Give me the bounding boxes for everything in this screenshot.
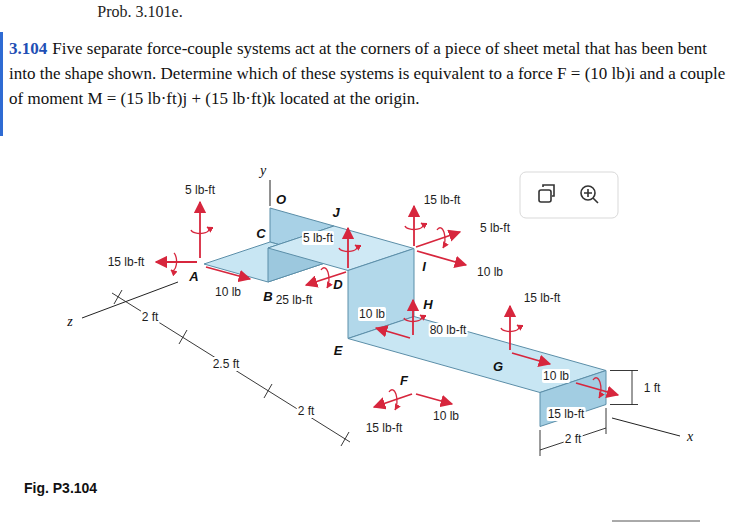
- force-value: 10 lb: [358, 307, 386, 321]
- couple-curl: [191, 227, 209, 233]
- point-label: G: [493, 359, 503, 374]
- zoom-icon: [584, 189, 598, 203]
- moment-vector: [413, 206, 415, 246]
- dimension-tick: [114, 290, 122, 304]
- dimension-label: 2.5 ft: [212, 357, 241, 371]
- dimensions: [112, 290, 638, 456]
- dimension-tick: [179, 330, 187, 344]
- viewer-buttons: [520, 172, 618, 218]
- moment-value: 15 lb-ft: [107, 255, 146, 269]
- point-label: D: [333, 277, 342, 292]
- dimension-tick: [341, 432, 349, 446]
- loads: [156, 202, 618, 410]
- x-axis: [612, 418, 680, 436]
- force-value: 10 lb: [432, 409, 460, 423]
- moment-vector: [416, 232, 460, 247]
- problem-number: 3.104: [9, 39, 47, 58]
- moment-vector: [199, 202, 201, 258]
- dimension-label: 2 ft: [564, 432, 583, 446]
- couple-curl: [405, 223, 423, 229]
- moment-value: 25 lb-ft: [275, 293, 314, 307]
- point-label: J: [332, 205, 339, 220]
- copy-icon: [543, 185, 554, 196]
- moment-value: 15 lb-ft: [523, 291, 562, 305]
- couple-curl: [321, 268, 329, 288]
- dimension-line: [112, 293, 350, 442]
- extension-line: [610, 404, 638, 405]
- problem-statement: 3.104Five separate force-couple systems …: [9, 36, 727, 111]
- margin-bar: [0, 32, 3, 136]
- couple-curl: [437, 228, 445, 248]
- point-label: E: [334, 343, 343, 358]
- lower-plate: [348, 317, 606, 393]
- dimension-label: 2 ft: [297, 404, 316, 418]
- moment-value: 80 lb-ft: [429, 323, 468, 337]
- force-vector: [416, 394, 452, 404]
- axes: [82, 180, 680, 436]
- point-label: B: [263, 289, 272, 304]
- extension-line: [610, 370, 638, 371]
- moment-vector: [347, 228, 349, 268]
- moment-vector: [509, 306, 511, 350]
- couple-curl: [593, 378, 601, 398]
- force-vector: [512, 353, 550, 364]
- moment-vector: [374, 394, 412, 407]
- figure-caption: Fig. P3.104: [24, 480, 97, 496]
- moment-value: 15 lb-ft: [365, 421, 404, 435]
- moment-value: 15 lb-ft: [547, 407, 586, 421]
- sheet-metal: [204, 208, 606, 427]
- force-vector: [376, 328, 410, 338]
- point-label: O: [276, 192, 286, 207]
- force-value: 10 lb: [542, 369, 570, 383]
- point-label: F: [400, 373, 408, 388]
- extension-line: [606, 408, 607, 434]
- dimension-label: 1 ft: [643, 381, 662, 395]
- extension-line: [540, 430, 541, 456]
- problem-text: Five separate force-couple systems act a…: [9, 39, 725, 108]
- force-value: 10 lb: [214, 285, 242, 299]
- couple-curl: [339, 245, 357, 251]
- point-label: I: [422, 259, 426, 274]
- couple-curl: [171, 253, 177, 271]
- moment-vector: [412, 300, 414, 335]
- moment-value: 5 lb-ft: [184, 183, 216, 197]
- axis-label: z: [67, 314, 72, 330]
- z-axis: [82, 282, 178, 318]
- dimension-line: [540, 428, 606, 450]
- force-value: 10 lb: [476, 265, 504, 279]
- couple-curl: [501, 325, 519, 331]
- page-rule: [612, 521, 700, 522]
- button-panel: [520, 172, 618, 218]
- axis-label: x: [687, 429, 693, 445]
- moment-value: 15 lb-ft: [423, 193, 462, 207]
- point-label: C: [256, 226, 265, 241]
- moment-value: 5 lb-ft: [302, 231, 334, 245]
- couple-curl: [389, 390, 397, 410]
- axis-label: y: [260, 163, 266, 179]
- dimension-tick: [264, 384, 272, 398]
- moment-vector: [576, 383, 618, 395]
- y-axis: [270, 180, 271, 206]
- force-vector: [206, 267, 250, 279]
- dimension-line: [632, 371, 633, 405]
- moment-value: 5 lb-ft: [479, 221, 511, 235]
- point-label: H: [423, 297, 432, 312]
- dimension-label: 2 ft: [141, 310, 160, 324]
- page-heading: Prob. 3.101e.: [97, 3, 182, 21]
- couple-curl: [404, 315, 422, 321]
- copy-icon: [539, 190, 551, 202]
- point-label: A: [189, 269, 198, 284]
